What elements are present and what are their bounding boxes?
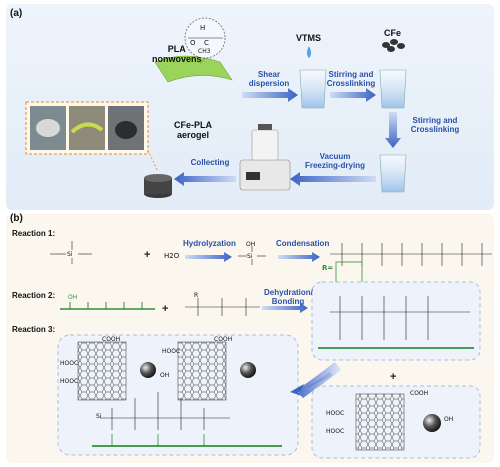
- cooh-label-3: COOH: [410, 390, 429, 397]
- dehydration-label: Dehydration/ Bonding: [264, 288, 313, 306]
- pla-nonwovens-label: PLA nonwovens: [152, 44, 202, 64]
- surface-oh-label: OH: [68, 294, 78, 301]
- reaction3-label: Reaction 3:: [12, 325, 56, 334]
- bonded-surface-box: [311, 281, 481, 361]
- r-definition-label: R=: [322, 264, 334, 272]
- aerogel-cylinder-icon: [144, 174, 172, 198]
- cooh-label-2: COOH: [214, 336, 233, 343]
- composite-siloxane: [100, 392, 230, 430]
- pla-structure-h: H: [200, 24, 206, 32]
- plus-sign-3: +: [390, 371, 396, 383]
- freeze-arrow: [290, 172, 376, 186]
- reactant-oh-label: OH: [444, 416, 454, 423]
- pla-structure-o: O: [190, 39, 196, 47]
- panel-b-tag: (b): [10, 213, 23, 224]
- pla-nonwoven-sheet: [154, 55, 233, 83]
- hooc-label-4: HOOC: [326, 410, 345, 417]
- beaker-1: [299, 69, 327, 109]
- si-atom-label: Si: [67, 251, 73, 258]
- composite-si-label: Si: [96, 413, 102, 420]
- pla-structure-c: C: [204, 39, 209, 47]
- beaker-2: [379, 69, 407, 109]
- stir2-step-label: Stirring and Crosslinking: [410, 116, 460, 134]
- fe-particle-1: [140, 362, 156, 378]
- cfe-label: CFe: [384, 28, 402, 38]
- bonded-network: [330, 296, 470, 340]
- stir-arrow-1: [330, 88, 376, 102]
- polysiloxane-chain: [330, 243, 492, 266]
- stir1-step-label: Stirring and Crosslinking: [326, 70, 376, 88]
- freeze-step-label: Vacuum Freezing-drying: [304, 152, 365, 170]
- aerogel-label: CFe-PLA aerogel: [174, 120, 212, 140]
- cnt-sheet-3: [355, 393, 405, 451]
- reaction1-label: Reaction 1:: [12, 229, 56, 238]
- vtms-droplet-icon: [307, 46, 311, 58]
- hooc-label-1: HOOC: [60, 360, 79, 367]
- composite-oh-label: OH: [160, 372, 170, 379]
- cooh-label-1: COOH: [102, 336, 121, 343]
- vtms-label: VTMS: [296, 33, 322, 43]
- silanol-molecule: [238, 246, 266, 265]
- pla-structure-ch3: CH3: [198, 48, 211, 55]
- cnt-sheet-2: [177, 341, 227, 401]
- cnt-sheet-1: [77, 341, 127, 401]
- condensation-label: Condensation: [276, 239, 330, 248]
- pla-surface-oh: [60, 302, 155, 310]
- hooc-label-5: HOOC: [326, 428, 345, 435]
- si-silanol-label: Si: [247, 253, 253, 260]
- water-label: H2O: [164, 252, 180, 260]
- reaction2-label: Reaction 2:: [12, 291, 56, 300]
- fe-particle-3: [423, 414, 441, 432]
- hooc-label-3: HOOC: [162, 348, 181, 355]
- stir-arrow-2: [385, 112, 401, 148]
- plus-sign-1: +: [144, 249, 150, 261]
- hooc-label-2: HOOC: [60, 378, 79, 385]
- collect-arrow: [174, 172, 236, 186]
- fe-particle-2: [240, 362, 256, 378]
- condensation-arrow: [278, 252, 320, 262]
- cfe-particles-icon: [382, 39, 405, 52]
- shear-step-label: Shear dispersion: [248, 70, 290, 88]
- oligomer-r-label: R: [194, 292, 199, 299]
- oh-silanol-label: OH: [246, 241, 256, 248]
- dehydration-arrow: [262, 303, 308, 313]
- beaker-3: [379, 154, 407, 193]
- vtms-molecule: [50, 241, 92, 264]
- panel-a-tag: (a): [10, 8, 23, 19]
- hydrolyzation-arrow: [185, 252, 232, 262]
- freeze-dryer-icon: [239, 124, 291, 191]
- hydrolyzation-label: Hydrolyzation: [183, 239, 236, 248]
- plus-sign-2: +: [162, 303, 168, 315]
- shear-arrow: [242, 88, 298, 102]
- collect-step-label: Collecting: [190, 158, 230, 167]
- siloxane-oligomer: [185, 298, 260, 316]
